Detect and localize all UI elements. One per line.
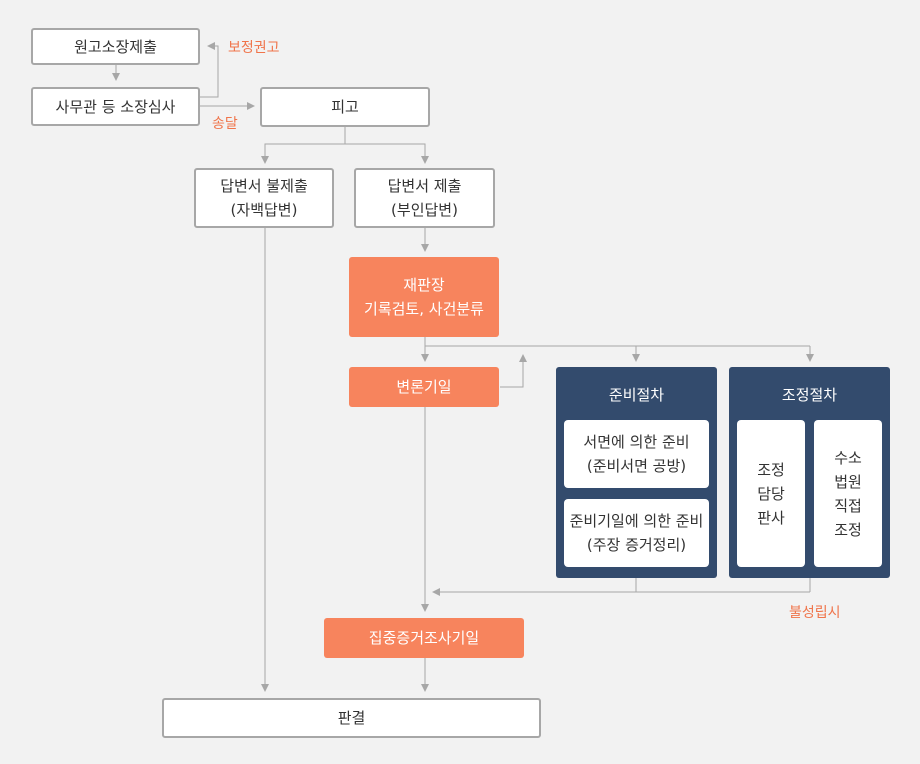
note-delivery: 송달 xyxy=(212,116,238,132)
prep-date-line2: (주장 증거정리) xyxy=(586,536,687,554)
node-judge-line2: 기록검토, 사건분류 xyxy=(364,300,484,318)
note-failed: 불성립시 xyxy=(789,605,841,621)
node-no-answer-line1: 답변서 불제출 xyxy=(220,177,308,195)
med-court-line: 법원 xyxy=(834,472,862,491)
med-court: 수소 법원 직접 조정 xyxy=(814,420,882,567)
node-no-answer: 답변서 불제출 (자백답변) xyxy=(194,168,334,228)
note-correction: 보정권고 xyxy=(228,40,280,56)
panel-mediation-title: 조정절차 xyxy=(781,386,838,404)
node-answer-line2: (부인답변) xyxy=(391,201,458,219)
panel-preparation-title: 준비절차 xyxy=(608,386,665,404)
node-hearing-label: 변론기일 xyxy=(396,378,452,396)
prep-written-line2: (준비서면 공방) xyxy=(586,457,687,475)
prep-date-line1: 준비기일에 의한 준비 xyxy=(569,512,704,530)
node-judge-line1: 재판장 xyxy=(403,276,445,294)
prep-written-line1: 서면에 의한 준비 xyxy=(583,433,690,451)
med-court-line: 수소 xyxy=(834,448,862,467)
node-judge: 재판장 기록검토, 사건분류 xyxy=(349,257,499,337)
node-no-answer-line2: (자백답변) xyxy=(230,201,298,219)
node-answer-line1: 답변서 제출 xyxy=(387,177,462,195)
prep-written: 서면에 의한 준비 (준비서면 공방) xyxy=(564,420,709,488)
med-judge-line: 담당 xyxy=(757,484,785,503)
med-court-line: 직접 xyxy=(834,496,862,515)
node-verdict-label: 판결 xyxy=(337,709,366,727)
node-hearing: 변론기일 xyxy=(349,367,499,407)
node-review-label: 사무관 등 소장심사 xyxy=(55,97,176,116)
med-judge-line: 판사 xyxy=(757,508,785,527)
node-intensive-label: 집중증거조사기일 xyxy=(368,629,480,647)
node-defendant: 피고 xyxy=(260,87,430,127)
panel-mediation: 조정절차 조정 담당 판사 수소 법원 직접 조정 xyxy=(729,367,890,578)
node-defendant-label: 피고 xyxy=(331,98,359,116)
med-judge-line: 조정 xyxy=(757,460,785,479)
node-complaint: 원고소장제출 xyxy=(31,28,200,65)
prep-date: 준비기일에 의한 준비 (주장 증거정리) xyxy=(564,499,709,567)
med-court-line: 조정 xyxy=(834,520,862,539)
panel-preparation: 준비절차 서면에 의한 준비 (준비서면 공방) 준비기일에 의한 준비 (주장… xyxy=(556,367,717,578)
node-review: 사무관 등 소장심사 xyxy=(31,87,200,126)
node-complaint-label: 원고소장제출 xyxy=(74,37,157,56)
med-judge: 조정 담당 판사 xyxy=(737,420,805,567)
node-answer: 답변서 제출 (부인답변) xyxy=(354,168,495,228)
node-intensive: 집중증거조사기일 xyxy=(324,618,524,658)
node-verdict: 판결 xyxy=(162,698,541,738)
